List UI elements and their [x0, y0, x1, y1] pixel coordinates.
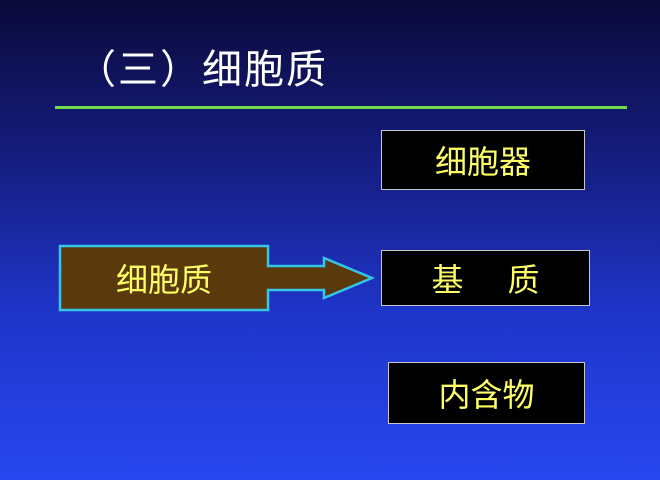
- main-node-arrow: [58, 244, 376, 312]
- organelles-label: 细胞器: [434, 143, 531, 181]
- main-node-arrow-shape: [58, 244, 376, 312]
- slide-title: （三）细胞质: [76, 47, 328, 93]
- matrix-label-second: 质: [507, 261, 540, 299]
- inclusions-box: 内含物: [388, 362, 585, 424]
- inclusions-label: 内含物: [438, 376, 535, 414]
- matrix-box: 基 质: [381, 250, 590, 306]
- title-underline: [55, 106, 627, 109]
- organelles-box: 细胞器: [381, 130, 585, 190]
- matrix-label-first: 基: [431, 261, 464, 299]
- main-node-label: 细胞质: [115, 261, 212, 299]
